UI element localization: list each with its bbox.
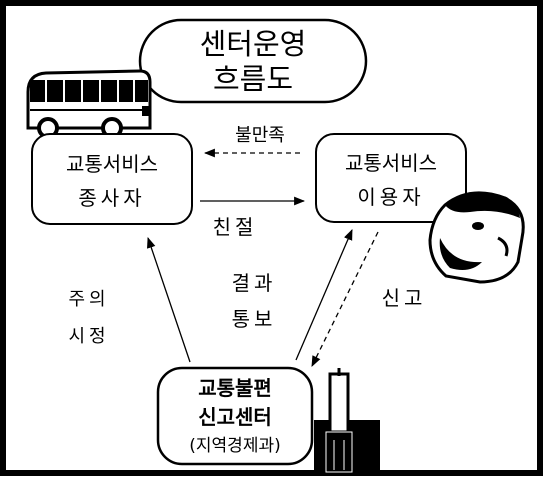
provider-line2: 종사자 (78, 186, 145, 210)
report-arrow (311, 231, 379, 367)
label-warning-line1: 주의 (68, 289, 109, 310)
label-dissatisfaction: 불만족 (235, 125, 285, 146)
title-box: 센터운영 흐름도 (138, 18, 368, 104)
center-line1: 교통불편 (198, 376, 272, 400)
user-line2: 이용자 (357, 185, 424, 209)
provider-line1: 교통서비스 (66, 152, 158, 176)
label-result-line2: 통보 (232, 307, 277, 331)
user-line1: 교통서비스 (345, 151, 437, 175)
label-result-line1: 결과 (232, 271, 277, 295)
label-report: 신고 (382, 286, 427, 310)
center-line2: 신고센터 (198, 405, 272, 429)
title-line1: 센터운영 (200, 27, 307, 61)
result-notify-arrow (295, 228, 353, 361)
center-box: 교통불편 신고센터 (지역경제과) (156, 366, 314, 466)
center-line3: (지역경제과) (189, 436, 280, 456)
label-warning-line2: 시정 (68, 326, 109, 347)
provider-box: 교통서비스 종사자 (31, 133, 193, 225)
pen-holder-icon (314, 368, 380, 473)
user-box: 교통서비스 이용자 (315, 133, 467, 223)
warning-arrow (147, 236, 191, 363)
title-line2: 흐름도 (213, 62, 293, 96)
bus-icon (26, 69, 152, 139)
label-kindness: 친절 (213, 215, 258, 239)
smiling-face-icon (428, 191, 525, 284)
